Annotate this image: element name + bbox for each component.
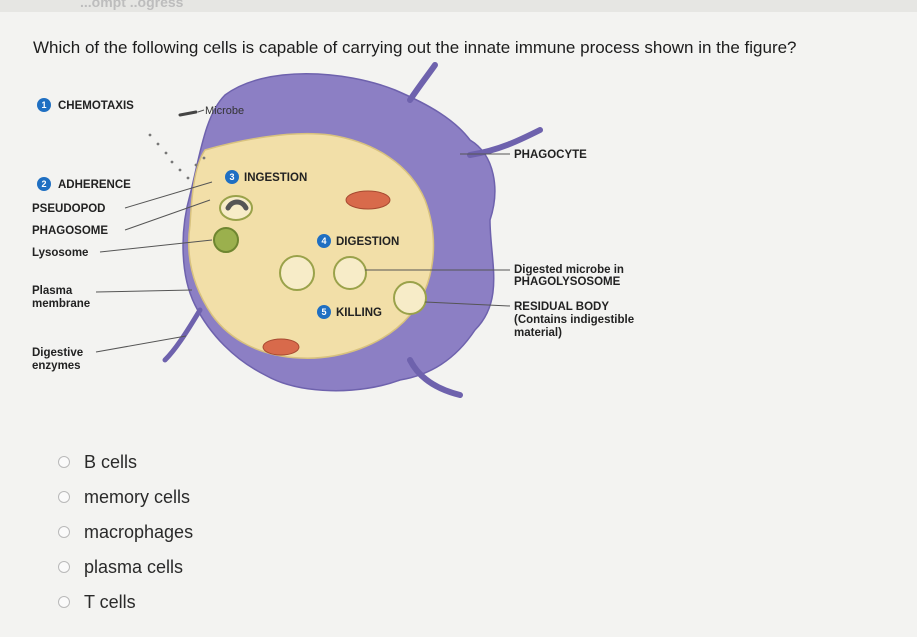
step-ingestion: 3 INGESTION <box>225 170 307 184</box>
phagocytosis-figure: 1 CHEMOTAXIS Microbe 2 ADHERENCE PSEUDOP… <box>32 62 634 398</box>
step-digestion: 4 DIGESTION <box>317 234 399 248</box>
option-label: macrophages <box>84 522 194 542</box>
pseudopod-arm-bottom <box>407 357 463 398</box>
step-chemotaxis: 1 CHEMOTAXIS <box>37 98 134 112</box>
label-digestive-line1: Digestive <box>32 347 83 359</box>
label-plasma-line1: Plasma <box>32 285 73 297</box>
option-label: T cells <box>84 592 136 612</box>
question-text: Which of the following cells is capable … <box>33 38 797 57</box>
residual-vesicle <box>393 281 427 315</box>
top-strip: ...ompt ..ogress <box>0 0 917 12</box>
svg-text:1: 1 <box>41 100 46 110</box>
radio-button[interactable] <box>58 456 70 468</box>
label-phagosome: PHAGOSOME <box>32 225 108 237</box>
microbe-icon <box>178 110 198 117</box>
pseudopod-arm-left <box>162 307 203 363</box>
digestion-vesicle-1 <box>279 255 315 291</box>
svg-text:4: 4 <box>321 236 326 246</box>
svg-text:3: 3 <box>229 172 234 182</box>
cytoplasm-region <box>187 132 435 359</box>
pseudopod-arm-right <box>467 127 543 158</box>
option-label: plasma cells <box>84 557 184 577</box>
svg-text:5: 5 <box>321 307 326 317</box>
lysosome-vesicle <box>213 227 239 253</box>
svg-text:KILLING: KILLING <box>336 307 382 319</box>
radio-button[interactable] <box>58 526 70 538</box>
step-killing: 5 KILLING <box>317 305 382 319</box>
label-phagocyte: PHAGOCYTE <box>514 149 587 161</box>
progress-header-text: ...ompt ..ogress <box>80 0 184 10</box>
microbe-in-phagosome <box>225 199 249 211</box>
label-residual-line2: (Contains indigestible <box>514 314 634 326</box>
microbe-trail <box>148 133 206 180</box>
label-residual-line3: material) <box>514 327 562 339</box>
label-lysosome: Lysosome <box>32 247 88 259</box>
radio-button[interactable] <box>58 596 70 608</box>
label-microbe: Microbe <box>205 105 244 117</box>
svg-text:ADHERENCE: ADHERENCE <box>58 179 131 191</box>
option-label: B cells <box>84 452 138 472</box>
label-digested-line1: Digested microbe in <box>514 264 624 276</box>
pseudopod-arm-top <box>407 62 438 103</box>
step-adherence: 2 ADHERENCE <box>37 177 131 191</box>
radio-button[interactable] <box>58 561 70 573</box>
label-digestive-line2: enzymes <box>32 360 81 372</box>
svg-text:INGESTION: INGESTION <box>244 172 307 184</box>
label-plasma-line2: membrane <box>32 298 90 310</box>
svg-text:CHEMOTAXIS: CHEMOTAXIS <box>58 100 134 112</box>
svg-text:2: 2 <box>41 179 46 189</box>
label-residual-line1: RESIDUAL BODY <box>514 301 609 313</box>
radio-button[interactable] <box>58 491 70 503</box>
svg-text:DIGESTION: DIGESTION <box>336 236 399 248</box>
mitochondrion-2 <box>262 338 300 356</box>
label-digested-line2: PHAGOLYSOSOME <box>514 276 621 288</box>
digestion-vesicle-2 <box>333 256 367 290</box>
mitochondrion-1 <box>345 190 391 210</box>
label-pseudopod: PSEUDOPOD <box>32 203 106 215</box>
option-label: memory cells <box>84 487 191 507</box>
